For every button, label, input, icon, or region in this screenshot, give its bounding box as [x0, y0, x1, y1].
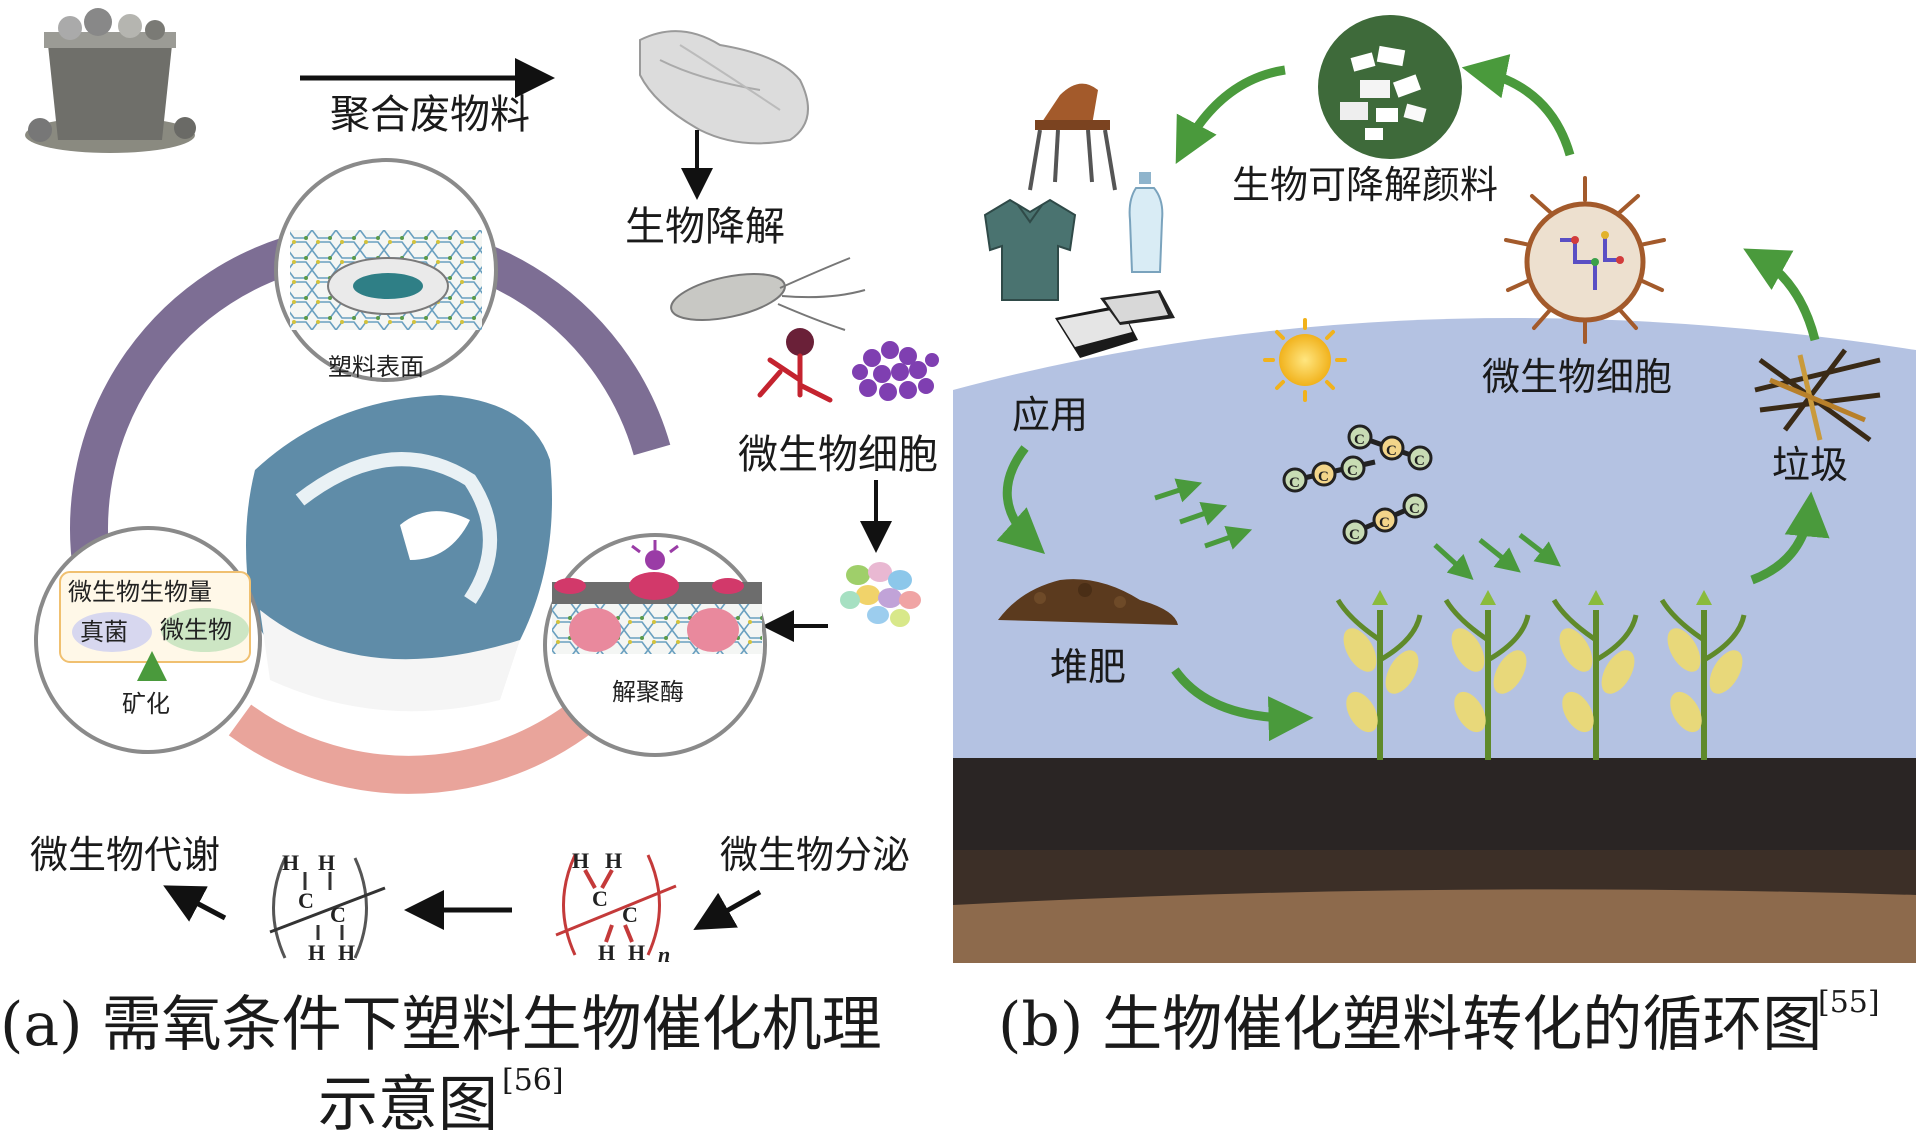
chem-h-4: H — [338, 940, 355, 965]
carbon-atom-7: C — [1349, 527, 1360, 543]
caption-a-line2: 示意图 — [318, 1070, 498, 1140]
chem-c-2: C — [330, 902, 346, 927]
bottle-icon — [1128, 172, 1164, 273]
pigment-icon — [1318, 15, 1462, 159]
label-metabolism: 微生物代谢 — [30, 833, 220, 877]
chair-icon — [1028, 83, 1117, 191]
chem-n: n — [658, 942, 670, 967]
label-microbial-cells-a: 微生物细胞 — [738, 432, 938, 478]
virus-icon — [757, 328, 833, 403]
label-microbe: 微生物 — [160, 616, 232, 644]
bacteria-icon — [670, 257, 866, 331]
chem-h-7: H — [598, 940, 615, 965]
arrow-crops-to-garbage — [1750, 491, 1830, 585]
label-compost: 堆肥 — [1050, 645, 1126, 689]
garbage-heap-icon — [1754, 348, 1881, 443]
carbon-atom-3: C — [1347, 463, 1358, 479]
chem-h-1: H — [282, 850, 299, 875]
corn-plant-icon — [1335, 590, 1423, 760]
carbon-atom-2: C — [1318, 469, 1329, 485]
arrow-application-to-compost — [996, 445, 1046, 555]
arrow-to-metabolism — [163, 885, 227, 922]
label-pigment: 生物可降解颜料 — [1232, 163, 1498, 207]
depolymerase-circle: 解聚酶 — [543, 533, 767, 757]
food-box-icon — [1055, 290, 1175, 358]
label-application: 应用 — [1012, 393, 1088, 437]
chem-h-2: H — [318, 850, 335, 875]
arrow-secretion — [693, 889, 762, 930]
carbon-atom-5: C — [1386, 443, 1397, 459]
plastic-bag-icon — [639, 30, 809, 145]
polyethylene-polymer: H H C C H H n — [555, 848, 677, 967]
carbon-chain-2: C C C — [1347, 424, 1433, 471]
label-depolymerase: 解聚酶 — [612, 678, 684, 706]
carbon-atom-6: C — [1414, 453, 1425, 469]
arrow-cell-to-pigment — [1461, 54, 1575, 157]
carbon-atom-9: C — [1409, 501, 1420, 517]
mineralization-circle: 微生物生物量 真菌 微生物 矿化 — [34, 526, 262, 754]
cell-cluster-icon — [852, 341, 939, 401]
chem-c-3: C — [592, 886, 608, 911]
chem-c-4: C — [622, 902, 638, 927]
chem-h-3: H — [308, 940, 325, 965]
microbe-cell-icon — [1504, 176, 1666, 344]
label-plastic-surface: 塑料表面 — [328, 353, 424, 381]
sun-icon — [1263, 318, 1347, 402]
corn-plant-icon — [1659, 590, 1747, 760]
chem-h-6: H — [605, 848, 622, 873]
caption-a-line1: (a) 需氧条件下塑料生物催化机理 — [0, 990, 882, 1060]
corn-plant-icon — [1551, 590, 1639, 760]
trash-bin-icon — [25, 8, 196, 153]
panel-a: 聚合废物料 生物降解 微生物细胞 — [0, 8, 939, 1140]
label-biodegradation: 生物降解 — [625, 204, 785, 250]
chem-c-1: C — [298, 888, 314, 913]
caption-a-ref: [56] — [502, 1063, 564, 1098]
flow-arrows — [1154, 478, 1561, 581]
label-mineralization: 矿化 — [122, 690, 170, 718]
arrow-compost-to-crops — [1171, 667, 1314, 742]
carbon-chain-1: C C C — [1282, 455, 1376, 493]
chem-h-8: H — [628, 940, 645, 965]
label-polymer-waste: 聚合废物料 — [330, 92, 530, 138]
compost-pile-icon — [998, 579, 1178, 625]
label-biomass: 微生物生物量 — [68, 578, 212, 606]
carbon-chain-3: C C C — [1342, 493, 1428, 545]
shirt-icon — [983, 198, 1077, 301]
label-garbage: 垃圾 — [1772, 443, 1848, 487]
label-microbial-cells-b: 微生物细胞 — [1482, 355, 1672, 399]
arrow-pigment-to-products — [1175, 65, 1286, 164]
chem-h-5: H — [572, 848, 589, 873]
label-secretion: 微生物分泌 — [720, 833, 910, 877]
panel-b: 生物可降解颜料 应用 — [953, 15, 1916, 1060]
enzyme-cluster-icon — [840, 562, 921, 627]
label-fungi: 真菌 — [80, 618, 128, 646]
carbon-atom-4: C — [1354, 432, 1365, 448]
ethylene-monomer: H H C C H H — [269, 850, 386, 965]
carbon-atom-8: C — [1379, 515, 1390, 531]
carbon-atom-1: C — [1289, 475, 1300, 491]
corn-plant-icon — [1443, 590, 1531, 760]
caption-b-ref: [55] — [1818, 985, 1880, 1020]
caption-b: (b) 生物催化塑料转化的循环图 — [998, 990, 1822, 1060]
plastic-surface-circle: 塑料表面 — [274, 158, 498, 382]
arrow-garbage-to-cell — [1743, 248, 1820, 342]
